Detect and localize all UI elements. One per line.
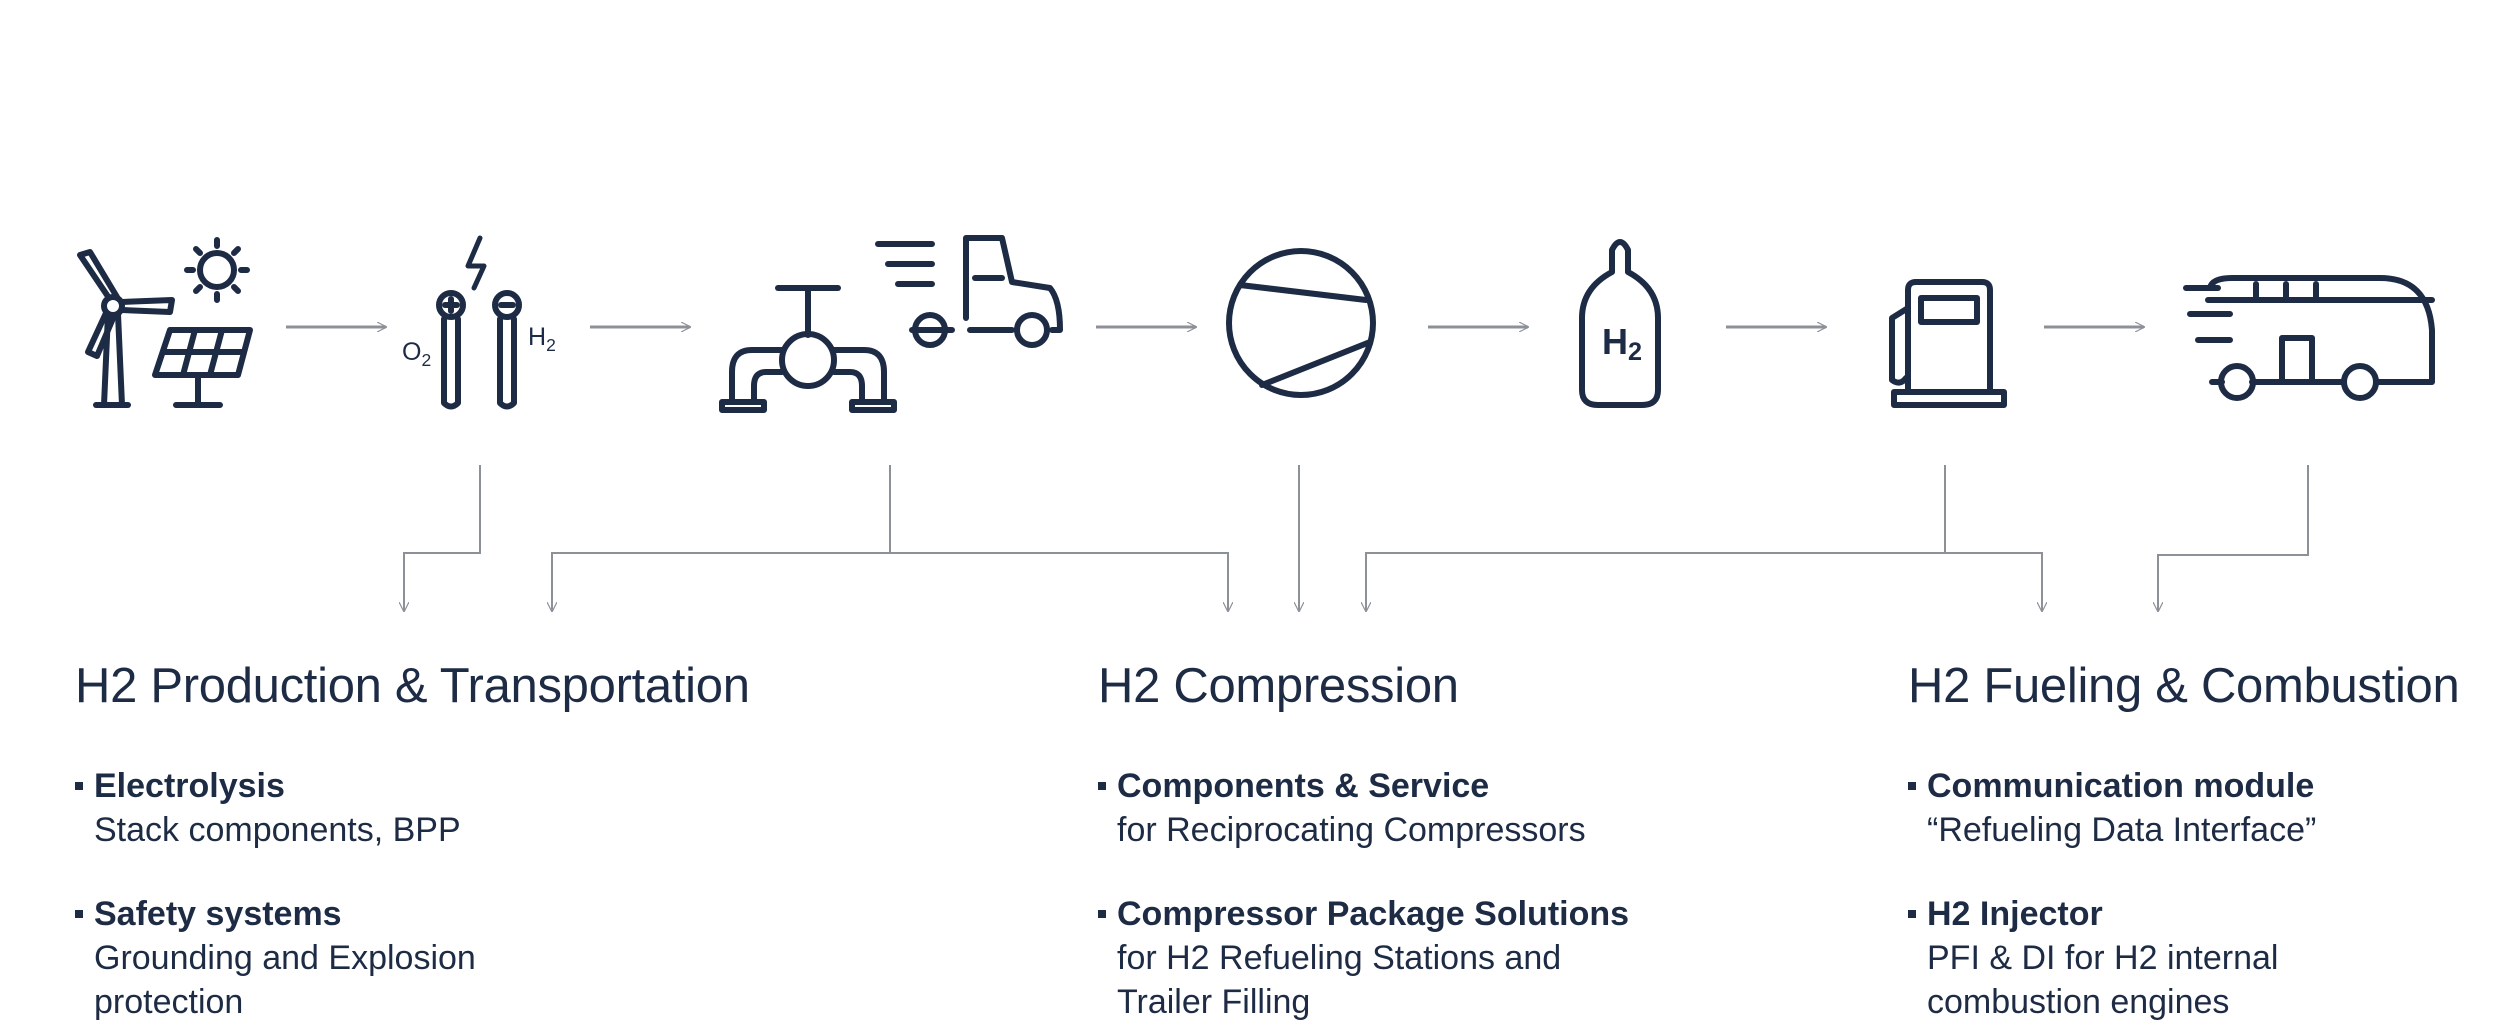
- item-description: Stack components, BPP: [94, 811, 461, 849]
- list-item: H2 Injector PFI & DI for H2 internal com…: [1908, 892, 2468, 1024]
- bullet: [1908, 782, 1916, 790]
- connector: [2158, 465, 2309, 611]
- item-description: for Reciprocating Compressors: [1117, 811, 1586, 849]
- tank-h2-label: H2: [1602, 321, 1642, 366]
- category-title: H2 Production & Transportation: [75, 659, 750, 713]
- wind-turbine-solar-panel-icon: [77, 237, 253, 408]
- item-title: H2 Injector: [1927, 895, 2103, 933]
- item-title: Electrolysis: [94, 767, 285, 805]
- list-item: Components & Service for Reciprocating C…: [1098, 764, 1798, 852]
- connector: [1366, 465, 1946, 611]
- item-title: Safety systems: [94, 895, 342, 933]
- category-title: H2 Fueling & Combustion: [1908, 659, 2460, 713]
- hydrogen-tank-icon: [1579, 239, 1661, 408]
- item-description: “Refueling Data Interface”: [1927, 811, 2317, 849]
- bullet: [1908, 910, 1916, 918]
- category-compression: H2 Compression Components & Service for …: [1098, 658, 1798, 1024]
- fuel-dispenser-icon: [1889, 279, 2007, 408]
- oxygen-label: O2: [402, 338, 431, 370]
- connector: [404, 465, 481, 611]
- bus-icon: [2183, 275, 2435, 401]
- hydrogen-label: H2: [528, 323, 556, 355]
- category-connectors: [404, 465, 2309, 611]
- list-item: Electrolysis Stack components, BPP: [75, 764, 775, 852]
- electrolyzer-icon: [436, 235, 522, 410]
- connector: [1945, 552, 2042, 611]
- bullet: [1098, 782, 1106, 790]
- category-production-transportation: H2 Production & Transportation Electroly…: [75, 658, 775, 1024]
- item-description: PFI & DI for H2 internal combustion engi…: [1927, 939, 2279, 1021]
- list-item: Safety systems Grounding and Explosion p…: [75, 892, 775, 1024]
- category-title: H2 Compression: [1098, 659, 1459, 713]
- list-item: Compressor Package Solutions for H2 Refu…: [1098, 892, 1798, 1024]
- bullet: [75, 782, 83, 790]
- compressor-icon: [1226, 248, 1376, 398]
- item-title: Compressor Package Solutions: [1117, 895, 1630, 933]
- item-title: Communication module: [1927, 767, 2315, 805]
- connector: [552, 465, 891, 611]
- list-item: Communication module “Refueling Data Int…: [1908, 764, 2468, 852]
- item-description: Grounding and Explosion protection: [94, 939, 476, 1021]
- pipeline-truck-icon: [719, 235, 1063, 413]
- item-description: for H2 Refueling Stations and Trailer Fi…: [1117, 939, 1562, 1021]
- category-fueling-combustion: H2 Fueling & Combustion Communication mo…: [1908, 658, 2468, 1024]
- connector: [890, 552, 1228, 611]
- bullet: [1098, 910, 1106, 918]
- item-title: Components & Service: [1117, 767, 1490, 805]
- bullet: [75, 910, 83, 918]
